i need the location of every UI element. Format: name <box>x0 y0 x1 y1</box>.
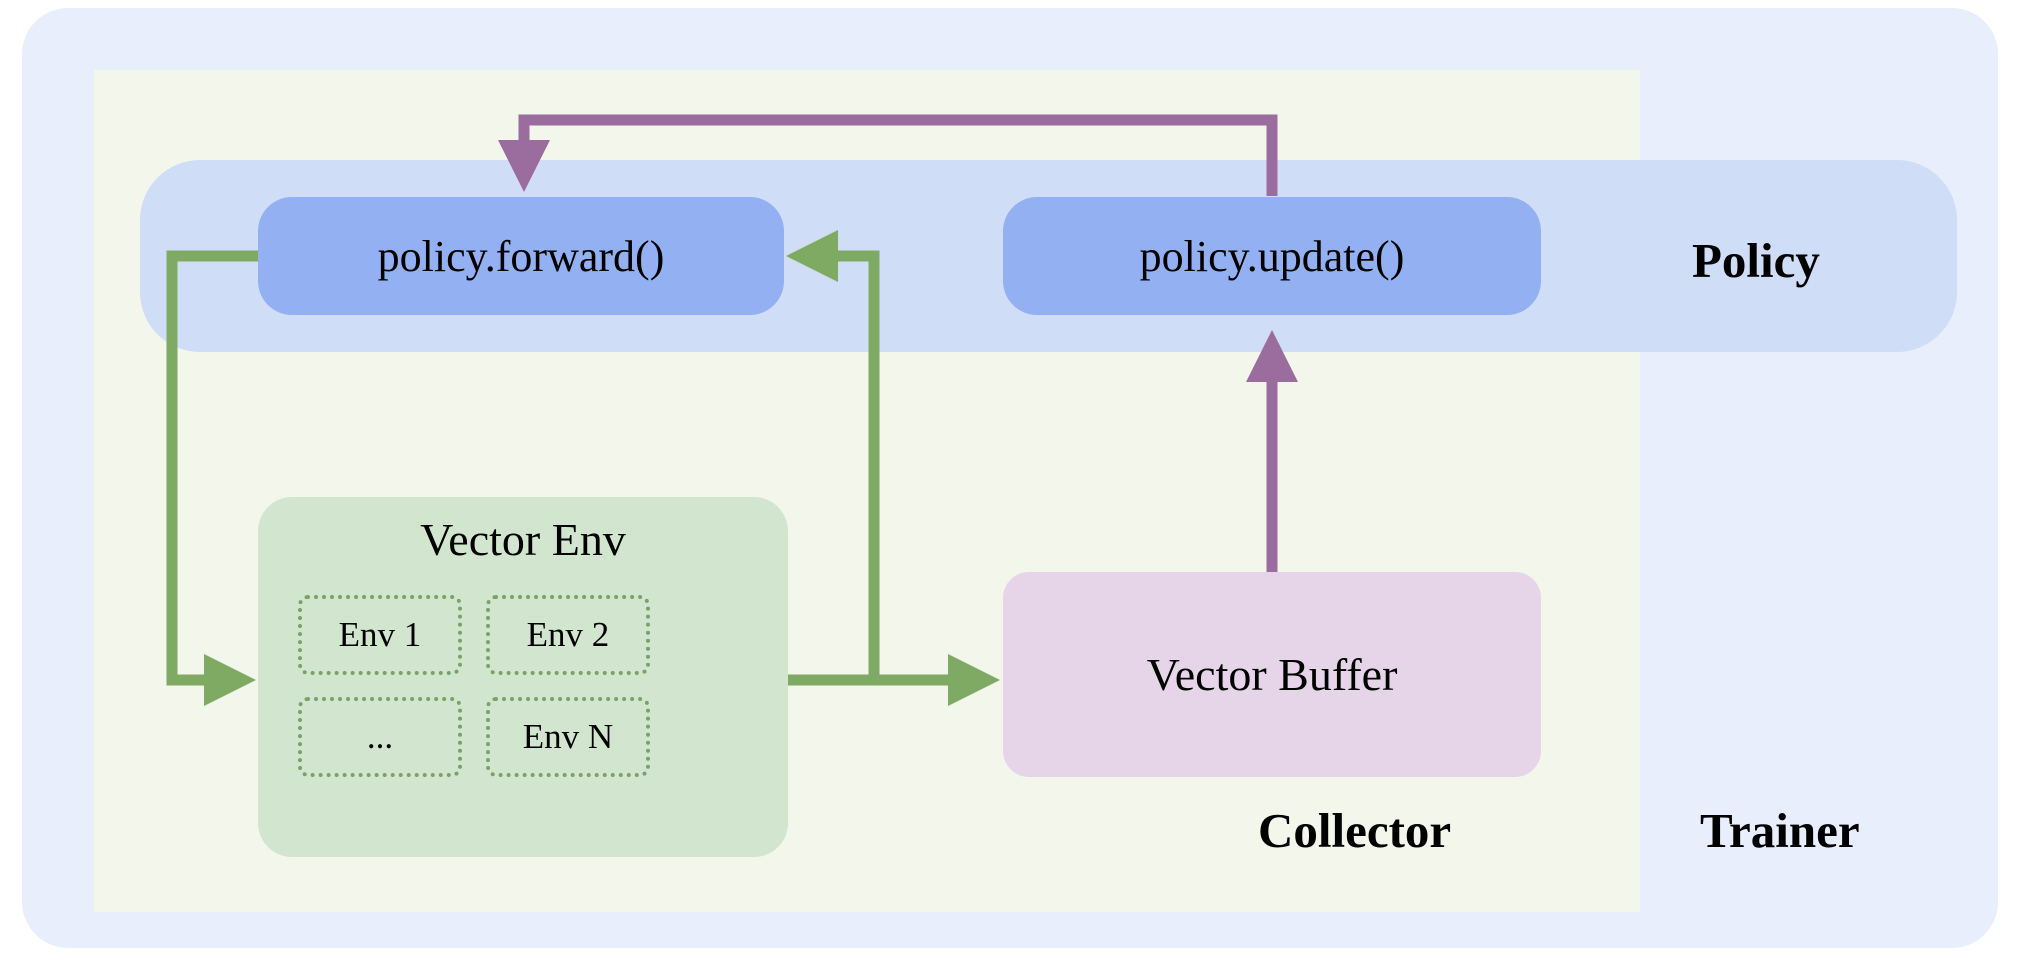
node-vector-buffer[interactable]: Vector Buffer <box>1003 572 1541 777</box>
env-cell[interactable]: Env 2 <box>486 595 650 675</box>
label-trainer: Trainer <box>1700 803 1860 858</box>
env-cell[interactable]: ... <box>298 697 462 777</box>
label-policy: Policy <box>1692 233 1820 288</box>
env-grid: Env 1 Env 2 ... Env N <box>298 595 750 777</box>
node-vector-env[interactable]: Vector Env Env 1 Env 2 ... Env N <box>258 497 788 857</box>
node-policy-update[interactable]: policy.update() <box>1003 197 1541 315</box>
label-collector: Collector <box>1258 803 1452 858</box>
vector-env-title: Vector Env <box>420 514 626 565</box>
node-policy-forward[interactable]: policy.forward() <box>258 197 784 315</box>
env-cell[interactable]: Env N <box>486 697 650 777</box>
env-cell[interactable]: Env 1 <box>298 595 462 675</box>
